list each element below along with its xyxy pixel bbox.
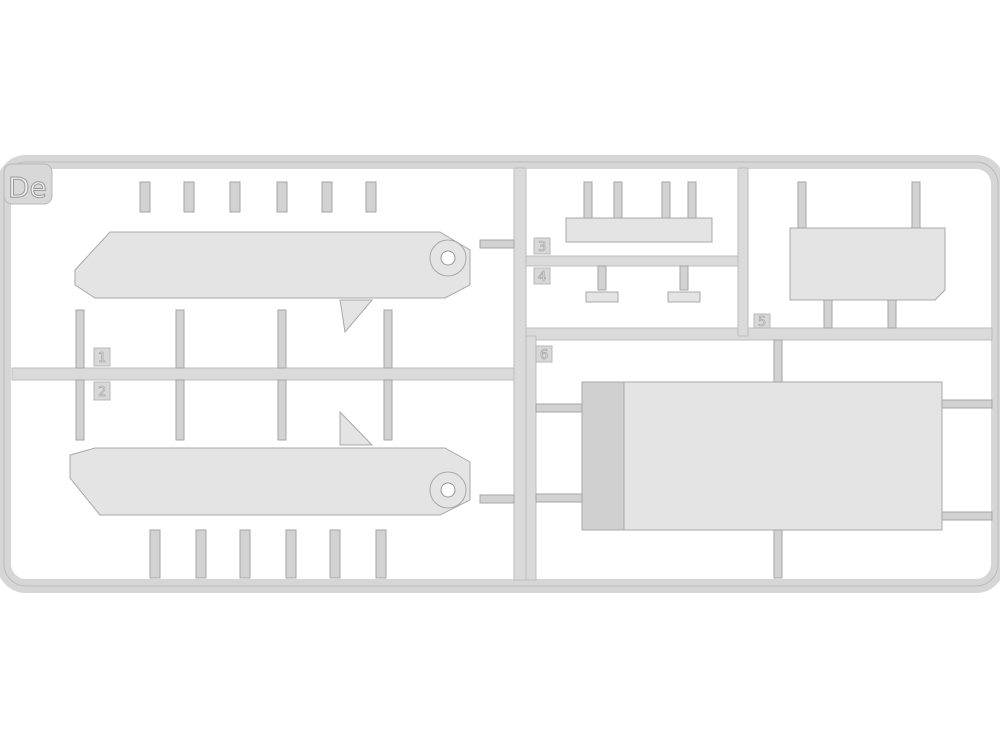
part-number-tags: 1 2 3 4 5 6 [93, 237, 771, 401]
part-5-panel [789, 181, 946, 329]
svg-text:De: De [8, 171, 47, 204]
part-number-2: 2 [98, 385, 106, 400]
part-number-3: 3 [538, 240, 546, 255]
part-6-deck [535, 339, 993, 579]
part-3-plate [565, 181, 713, 243]
part-hull-side-lower [69, 379, 515, 579]
part-4-pads [585, 265, 701, 303]
part-hull-side-upper [74, 181, 515, 369]
sprue-letter-tag: De [3, 163, 53, 205]
part-number-6: 6 [540, 348, 548, 363]
part-number-5: 5 [758, 315, 766, 330]
part-number-1: 1 [98, 351, 106, 366]
runners [11, 167, 993, 581]
part-number-4: 4 [538, 270, 546, 285]
